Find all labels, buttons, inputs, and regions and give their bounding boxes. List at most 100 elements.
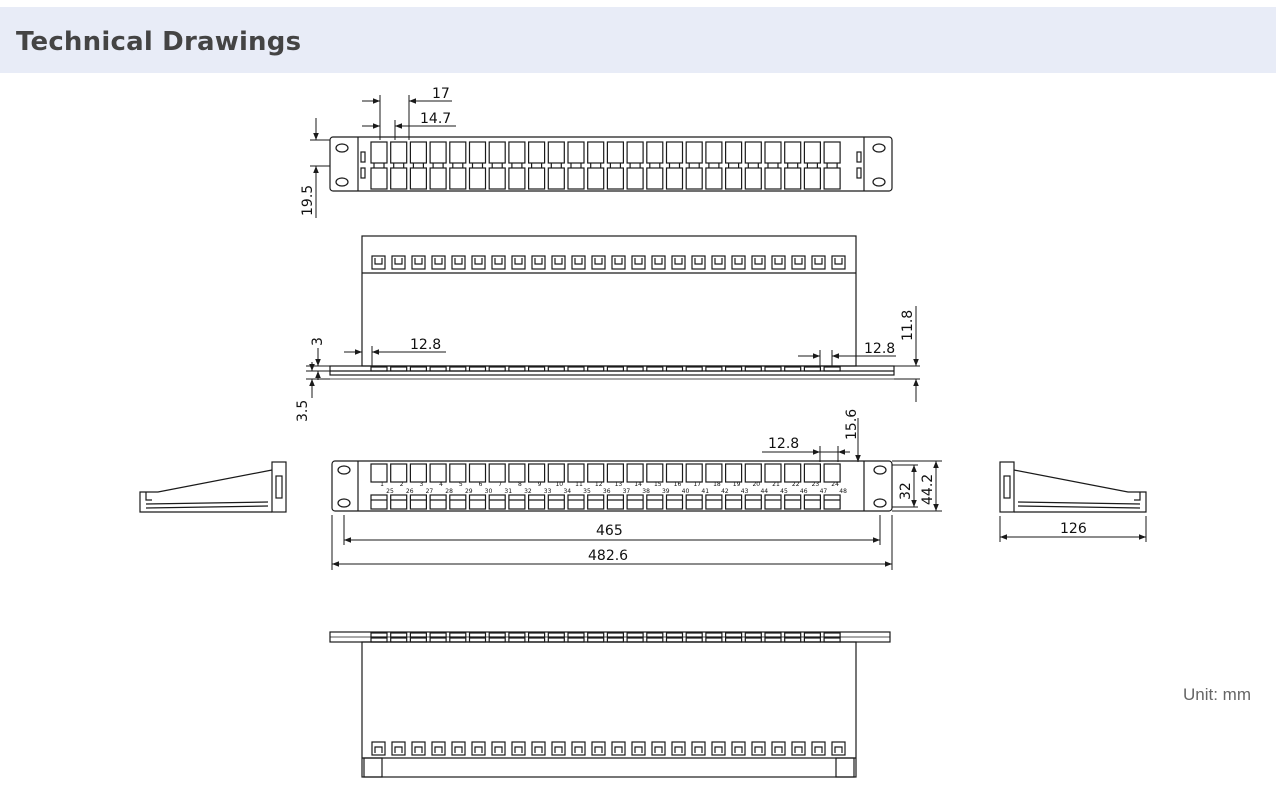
port-number: 6 xyxy=(479,481,483,488)
port-slot xyxy=(449,366,467,372)
cable-clip xyxy=(491,741,506,756)
cable-clip xyxy=(391,255,406,270)
keystone-port xyxy=(508,141,526,164)
port-number: 3 xyxy=(419,481,423,488)
keystone-port xyxy=(764,494,782,510)
dim-front-total-width: 482.6 xyxy=(588,548,628,564)
port-number: 31 xyxy=(504,488,512,495)
cable-clip xyxy=(551,741,566,756)
keystone-port xyxy=(803,494,822,510)
keystone-port xyxy=(547,167,565,190)
cable-clip xyxy=(831,255,846,270)
dim-top-port-width: 14.7 xyxy=(420,111,451,127)
keystone-port xyxy=(705,167,723,190)
port-number: 28 xyxy=(445,488,453,495)
cable-clip xyxy=(811,255,826,270)
keystone-port xyxy=(587,463,605,483)
keystone-port xyxy=(390,463,408,483)
port-number: 30 xyxy=(485,488,493,495)
keystone-port xyxy=(665,141,684,164)
keystone-port xyxy=(390,167,408,190)
top-view xyxy=(329,136,893,192)
port-slot xyxy=(409,366,427,372)
keystone-port xyxy=(429,141,447,164)
port-slot xyxy=(606,632,625,638)
keystone-port xyxy=(527,167,546,190)
top-view-panel xyxy=(329,136,893,192)
port-slot xyxy=(823,632,841,638)
section-header: Technical Drawings xyxy=(0,7,1276,73)
port-number: 25 xyxy=(386,488,394,495)
port-number: 46 xyxy=(800,488,808,495)
port-slot xyxy=(626,632,644,638)
port-slot xyxy=(665,632,684,638)
dim-bracket-depth: 126 xyxy=(1060,521,1087,537)
unit-note: Unit: mm xyxy=(1183,685,1251,704)
port-slot xyxy=(547,632,565,638)
port-number: 12 xyxy=(595,481,603,488)
port-number: 16 xyxy=(674,481,682,488)
keystone-port xyxy=(409,141,427,164)
cable-clip xyxy=(591,741,606,756)
port-slot xyxy=(449,632,467,638)
port-number: 42 xyxy=(721,488,729,495)
cable-clip xyxy=(411,255,426,270)
port-slot xyxy=(744,632,762,638)
port-slot xyxy=(784,366,802,372)
port-slot xyxy=(705,632,723,638)
keystone-port xyxy=(705,494,723,510)
port-slot xyxy=(508,366,526,372)
port-slot xyxy=(508,632,526,638)
port-number: 13 xyxy=(615,481,623,488)
cable-clip xyxy=(491,255,506,270)
port-slot xyxy=(823,366,841,372)
cable-clip xyxy=(811,741,826,756)
port-number: 24 xyxy=(831,481,839,488)
keystone-port xyxy=(527,463,546,483)
port-slot xyxy=(409,632,427,638)
cable-clip xyxy=(631,255,646,270)
keystone-port xyxy=(784,494,802,510)
keystone-port xyxy=(449,463,467,483)
port-number: 43 xyxy=(741,488,749,495)
keystone-port xyxy=(468,463,487,483)
port-slot xyxy=(429,366,447,372)
keystone-port xyxy=(685,167,703,190)
port-slot xyxy=(803,632,822,638)
keystone-port xyxy=(764,463,782,483)
keystone-port xyxy=(685,463,703,483)
keystone-port xyxy=(429,167,447,190)
cable-clip xyxy=(511,255,526,270)
right-side-bracket xyxy=(999,461,1147,513)
port-number: 14 xyxy=(634,481,642,488)
section-title: Technical Drawings xyxy=(16,27,302,57)
cable-clip xyxy=(651,255,666,270)
cable-clip xyxy=(371,255,386,270)
keystone-port xyxy=(803,167,822,190)
dim-front-outer-height: 44.2 xyxy=(920,474,936,505)
port-slot xyxy=(764,632,782,638)
mount-hole xyxy=(872,143,886,153)
keystone-port xyxy=(449,141,467,164)
cable-clip xyxy=(451,741,466,756)
keystone-port xyxy=(803,463,822,483)
dim-side-right-height: 11.8 xyxy=(900,310,916,341)
cable-clip xyxy=(611,741,626,756)
port-slot xyxy=(803,366,822,372)
port-slot xyxy=(744,366,762,372)
keystone-port xyxy=(665,494,684,510)
cable-clip xyxy=(571,741,586,756)
keystone-port xyxy=(646,463,664,483)
port-number: 7 xyxy=(498,481,502,488)
keystone-port xyxy=(409,494,427,510)
cable-clip xyxy=(371,741,386,756)
port-number: 10 xyxy=(555,481,563,488)
port-slot xyxy=(764,366,782,372)
port-number: 38 xyxy=(642,488,650,495)
port-slot xyxy=(527,366,546,372)
port-slot xyxy=(626,366,644,372)
keystone-port xyxy=(468,167,487,190)
keystone-port xyxy=(724,167,743,190)
port-number: 1 xyxy=(380,481,384,488)
